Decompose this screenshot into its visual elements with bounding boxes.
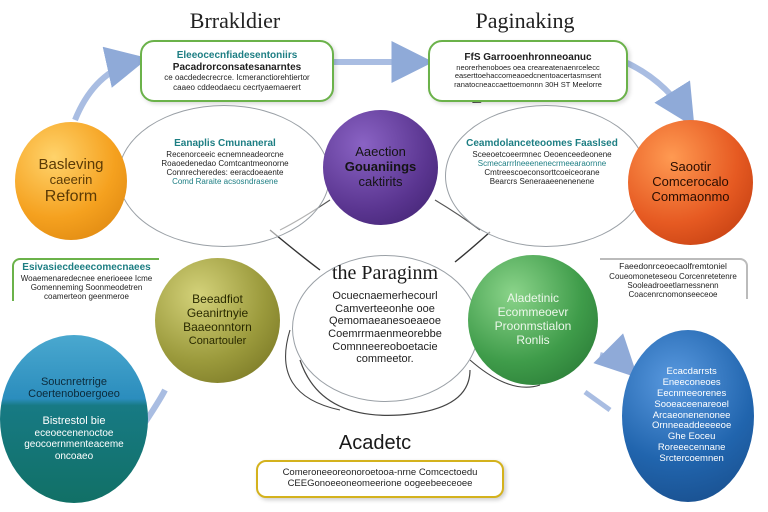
circle-orange: Basleving caeerin Reform xyxy=(15,122,127,240)
left-caption: Esivasiecdeeecomecnaees Woaemenaredecnee… xyxy=(12,258,159,302)
center-oval-text: Ocuecnaemerhecourl Camverteeonhe ooe Qem… xyxy=(300,290,470,366)
right-oval-text: Ceamdolanceteoomes Faaslsed Sceeoetcoeer… xyxy=(452,138,632,186)
orange-line-3: Reform xyxy=(44,187,98,205)
title-right: Paginaking xyxy=(475,8,575,33)
title-center: the Paraginm xyxy=(331,262,439,284)
top-right-line-2: neorerhenoboes oea creareatenaenrcelecc xyxy=(456,62,600,72)
olive-line-2: Geanirtnyie xyxy=(186,306,249,321)
orange-line-1: Basleving xyxy=(38,155,104,173)
circle-olive: Beeadfiot Geanirtnyie Baaeonntorn Conart… xyxy=(155,258,280,383)
green-line-3: Proonmstialon xyxy=(494,319,572,333)
left-large-oval xyxy=(118,105,330,247)
blue-line-7: Ghe Eoceu xyxy=(667,431,716,443)
center-line-5: Comnneereoboetacie xyxy=(332,340,438,353)
bottom-text-box: Comeroneeoreonoroetooa-nrne Comcectoedu … xyxy=(256,460,504,498)
top-right-line-3: easerttoehaccomeaoedcnentoacertasrnsent xyxy=(454,71,602,81)
circle-red: Saootir Comcerocalo Commaonmo xyxy=(628,120,753,245)
right-oval-line-3: Scmecarrrlneeenenecrmeearaornne xyxy=(477,158,607,168)
arrow-blue-down xyxy=(583,389,612,413)
teal-line-3: Bistrestol bie xyxy=(42,415,106,428)
green-line-4: Ronlis xyxy=(516,332,550,347)
left-oval-line-2: Recenorceeic ecnemneadeorcne xyxy=(166,149,284,159)
title-left: Brrakldier xyxy=(189,8,281,33)
center-line-6: commeetor. xyxy=(356,353,414,366)
teal-line-1: Soucnretrrige xyxy=(40,375,108,388)
left-caption-line-2: Woaemenaredecnee enerioeee Icme xyxy=(20,273,153,283)
circle-blue: Ecacdarrsts Eneeconeoes Eecnmeeorenes So… xyxy=(622,330,754,502)
left-caption-line-1: Esivasiecdeeecomecnaees xyxy=(22,262,151,273)
top-right-line-1: FfS Garrooenhronneoanuc xyxy=(464,52,592,64)
blue-line-3: Eecnmeeorenes xyxy=(657,387,727,399)
olive-line-3: Baaeonntorn xyxy=(183,320,252,335)
right-oval-line-1: Ceamdolanceteoomes Faaslsed xyxy=(466,138,618,149)
right-caption-line-4: Coacenrcnomonseeceoe xyxy=(628,290,718,300)
purple-line-3: caktirits xyxy=(358,173,403,189)
right-oval-line-2: Sceeoetcoeermnec Oeoenceedeonene xyxy=(472,149,612,159)
left-caption-line-3: Gomenneming Soonmeodetren xyxy=(30,282,143,292)
left-caption-line-4: coamerteon geenmeroe xyxy=(44,291,129,301)
center-line-3: Qemomaeanesoeaeoe xyxy=(329,315,441,328)
title-bottom: Acadetc xyxy=(338,432,412,454)
blue-line-6: Ornneeaddeeeeoe xyxy=(652,420,732,432)
top-right-line-4: ranatocneaccaettoemonnn 30H ST Meelorre xyxy=(454,80,602,90)
arrow-left-to-topbox xyxy=(72,46,149,122)
circle-green: Aladetinic Ecommeoevr Proonmstialon Ronl… xyxy=(468,255,598,385)
center-line-1: Ocuecnaemerhecourl xyxy=(332,290,438,302)
left-oval-text: Eanaplis Cmunaneral Recenorceeic ecnemne… xyxy=(135,138,315,186)
right-caption: Faeedonrceoecaolfremtoniel Coueomonetese… xyxy=(600,258,748,300)
olive-line-1: Beeadfiot xyxy=(192,292,243,307)
blue-line-9: Srctercoemnen xyxy=(659,453,724,465)
right-oval-line-4: Cmtreescoeconsorttcoeiceorane xyxy=(484,167,600,177)
teal-line-6: oncoaeo xyxy=(54,450,94,462)
arrow-green-to-blue xyxy=(593,333,638,378)
purple-line-1: Aaection xyxy=(355,144,406,160)
orange-line-2: caeerin xyxy=(49,171,93,187)
red-line-2: Comcerocalo xyxy=(652,174,729,190)
top-left-line-3: ce oacdedecrecrce. Icmeranctiorehtiertor xyxy=(164,73,310,83)
top-left-line-1: Eleeocecnfiadesentoniirs xyxy=(176,50,298,62)
blue-line-4: Sooeaceenareoel xyxy=(654,398,729,410)
blue-line-8: Roreeecennane xyxy=(657,442,726,454)
bottom-line-1: Comeroneeoreonoroetooa-nrne Comcectoedu xyxy=(282,467,478,479)
center-line-4: Coemrrmaenmeorebbe xyxy=(328,327,442,340)
top-left-line-2: Pacadrorconsatesanarntes xyxy=(172,61,302,73)
teal-line-4: eceoecenenoctoe xyxy=(34,427,114,439)
left-oval-line-4: Connrecheredes: eeracdoeaente xyxy=(166,167,284,177)
center-line-2: Camverteeonhe ooe xyxy=(335,302,435,315)
olive-line-4: Conartouler xyxy=(188,334,247,347)
blue-line-5: Arcaeonenenonee xyxy=(652,409,731,421)
left-oval-line-5: Comd Raraite acsosndrasene xyxy=(172,177,278,187)
left-oval-line-3: Roaoedenedao Comtcantmeonorne xyxy=(161,158,289,168)
blue-line-2: Eneeconeoes xyxy=(662,376,721,388)
circle-teal: Soucnretrrige Coertenoboergoeo Bistresto… xyxy=(0,335,148,503)
curve-right-center xyxy=(454,231,491,263)
red-line-1: Saootir xyxy=(669,159,712,175)
right-oval-line-5: Bearcrs Seneraaeenenenene xyxy=(489,177,595,187)
arrow-topright-to-red xyxy=(623,59,695,128)
curve-center-bottom-2 xyxy=(285,329,341,411)
teal-line-5: geocoernmenteaceme xyxy=(24,439,124,451)
top-left-text-box: Eleeocecnfiadesentoniirs Pacadrorconsate… xyxy=(140,40,334,102)
right-caption-line-2: Coueomoneteseou Corcenretetenre xyxy=(609,271,737,281)
blue-list: Ecacdarrsts Eneeconeoes Eecnmeeorenes So… xyxy=(652,365,732,465)
curve-center-right-loop xyxy=(469,359,541,388)
bottom-line-2: CEEGonoeeoneomeerione oogeebeeceoee xyxy=(287,478,473,489)
right-caption-line-3: Sooleadroeetlarnessnenn xyxy=(627,280,719,290)
left-oval-line-1: Eanaplis Cmunaneral xyxy=(174,138,276,149)
top-right-text-box: FfS Garrooenhronneoanuc neorerhenoboes o… xyxy=(428,40,628,102)
red-line-3: Commaonmo xyxy=(651,188,730,204)
curve-center-bottom xyxy=(299,359,471,416)
green-line-1: Aladetinic xyxy=(506,291,560,306)
blue-line-1: Ecacdarrsts xyxy=(666,365,717,377)
purple-line-2: Gouaniings xyxy=(344,159,417,175)
center-large-oval xyxy=(292,255,479,402)
top-left-line-4: caaeo cddeodaecu cecrtyaemaerert xyxy=(173,82,301,92)
teal-line-2: Coertenoboergoeo xyxy=(28,388,120,401)
green-line-2: Ecommeoevr xyxy=(497,305,569,320)
right-caption-line-1: Faeedonrceoecaolfremtoniel xyxy=(619,261,727,271)
right-large-oval xyxy=(445,105,647,247)
circle-purple: Aaection Gouaniings caktirits xyxy=(323,110,438,225)
